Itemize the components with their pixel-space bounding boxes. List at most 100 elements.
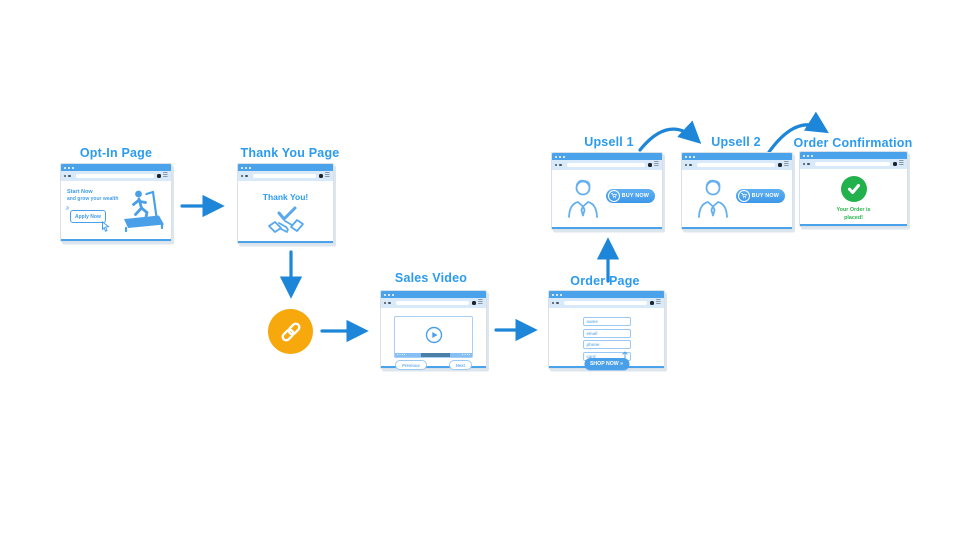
- browser-titlebar: [552, 153, 662, 160]
- menu-icon: ☰: [162, 173, 168, 179]
- buy-now-label: BUY NOW: [621, 193, 649, 199]
- video-progress-bar: [395, 352, 472, 357]
- browser-titlebar: [549, 291, 664, 298]
- phone-field: phone: [582, 340, 631, 350]
- thankyou-body: Thank You!: [238, 181, 333, 241]
- forward-icon: [556, 301, 559, 305]
- buy-now-button: BUY NOW: [605, 189, 655, 203]
- video-time-left: [397, 353, 405, 356]
- back-icon: [555, 163, 558, 167]
- optin-window: ☰ Start Now and grow your wealth Apply N…: [60, 163, 172, 242]
- optin-title: Opt-In Page: [79, 146, 153, 160]
- browser-toolbar: ☰: [800, 159, 907, 169]
- forward-icon: [559, 163, 562, 167]
- window-control-dot: [388, 293, 390, 296]
- window-footer-bar: [238, 240, 333, 243]
- address-bar: [696, 162, 776, 168]
- thankyou-message: Thank You!: [262, 192, 309, 202]
- browser-titlebar: [800, 152, 907, 159]
- name-field: name: [582, 317, 631, 326]
- profile-icon: [472, 301, 476, 305]
- window-control-dot: [693, 155, 695, 158]
- back-icon: [64, 174, 67, 178]
- window-control-dot: [552, 293, 554, 296]
- salesvideo-window: ☰ Previous Next: [380, 290, 487, 371]
- upsell2-window: ☰ BUY NOW: [681, 152, 793, 230]
- confirmation-title: Order Confirmation: [793, 136, 913, 150]
- video-progress-fill: [421, 352, 450, 357]
- orderpage-body: name email phone card SHOP NOW »: [549, 308, 664, 370]
- optin-subheading: and grow your wealth: [67, 196, 119, 202]
- window-control-dot: [245, 166, 247, 169]
- window-control-dot: [803, 154, 805, 157]
- address-bar: [563, 300, 648, 306]
- window-control-dot: [563, 155, 565, 158]
- shop-now-button: SHOP NOW »: [583, 358, 630, 370]
- cursor-icon: [622, 351, 628, 360]
- cart-icon: [737, 190, 750, 202]
- browser-toolbar: ☰: [552, 160, 662, 170]
- upsell2-title: Upsell 2: [711, 135, 761, 149]
- link-node: [268, 309, 313, 354]
- back-icon: [384, 301, 387, 305]
- window-control-dot: [64, 166, 66, 169]
- browser-titlebar: [682, 153, 792, 160]
- menu-icon: ☰: [477, 300, 483, 306]
- thankyou-title: Thank You Page: [240, 146, 340, 160]
- orderpage-title: Order Page: [570, 274, 640, 288]
- menu-icon: ☰: [783, 162, 789, 168]
- window-control-dot: [241, 166, 243, 169]
- upsell1-title: Upsell 1: [584, 135, 634, 149]
- play-icon: [425, 326, 442, 344]
- window-control-dot: [689, 155, 691, 158]
- apply-now-button: Apply Now: [70, 210, 106, 223]
- profile-icon: [778, 163, 782, 167]
- menu-icon: ☰: [653, 162, 659, 168]
- back-icon: [241, 174, 244, 178]
- window-footer-bar: [800, 223, 907, 226]
- window-control-dot: [807, 154, 809, 157]
- treadmill-runner-icon: [124, 190, 164, 233]
- forward-icon: [245, 174, 248, 178]
- window-control-dot: [560, 293, 562, 296]
- video-time-right: [462, 353, 470, 356]
- buy-now-button: BUY NOW: [735, 189, 785, 203]
- browser-toolbar: ☰: [238, 171, 333, 181]
- back-icon: [803, 162, 806, 166]
- profile-icon: [893, 162, 897, 166]
- optin-body: Start Now and grow your wealth Apply Now: [61, 181, 171, 239]
- window-footer-bar: [61, 238, 171, 241]
- salesvideo-title: Sales Video: [394, 271, 468, 285]
- buy-now-label: BUY NOW: [751, 193, 779, 199]
- back-icon: [552, 301, 555, 305]
- forward-icon: [68, 174, 71, 178]
- browser-titlebar: [381, 291, 486, 298]
- next-button: Next: [448, 360, 472, 371]
- upsell1-window: ☰ BUY NOW: [551, 152, 663, 230]
- profile-icon: [157, 174, 161, 178]
- orderpage-window: ☰ name email phone card SHOP NOW »: [548, 290, 665, 370]
- video-controls: Previous Next: [381, 360, 486, 371]
- person-icon: [698, 179, 728, 218]
- salesvideo-body: Previous Next: [381, 308, 486, 371]
- address-bar: [566, 162, 646, 168]
- forward-icon: [689, 163, 692, 167]
- browser-toolbar: ☰: [682, 160, 792, 170]
- person-icon: [568, 179, 598, 218]
- cart-icon: [607, 190, 620, 202]
- browser-toolbar: ☰: [549, 298, 664, 308]
- address-bar: [395, 300, 470, 306]
- video-player: [394, 316, 473, 358]
- window-control-dot: [384, 293, 386, 296]
- confirmation-window: ☰ Your Order is placed!: [799, 151, 908, 227]
- arrow-upsell1-to-upsell2: [638, 120, 702, 152]
- window-control-dot: [559, 155, 561, 158]
- click-spark-icon: [65, 206, 69, 210]
- window-control-dot: [249, 166, 251, 169]
- window-footer-bar: [552, 226, 662, 229]
- confirmation-body: Your Order is placed!: [800, 169, 907, 224]
- profile-icon: [650, 301, 654, 305]
- address-bar: [814, 161, 891, 167]
